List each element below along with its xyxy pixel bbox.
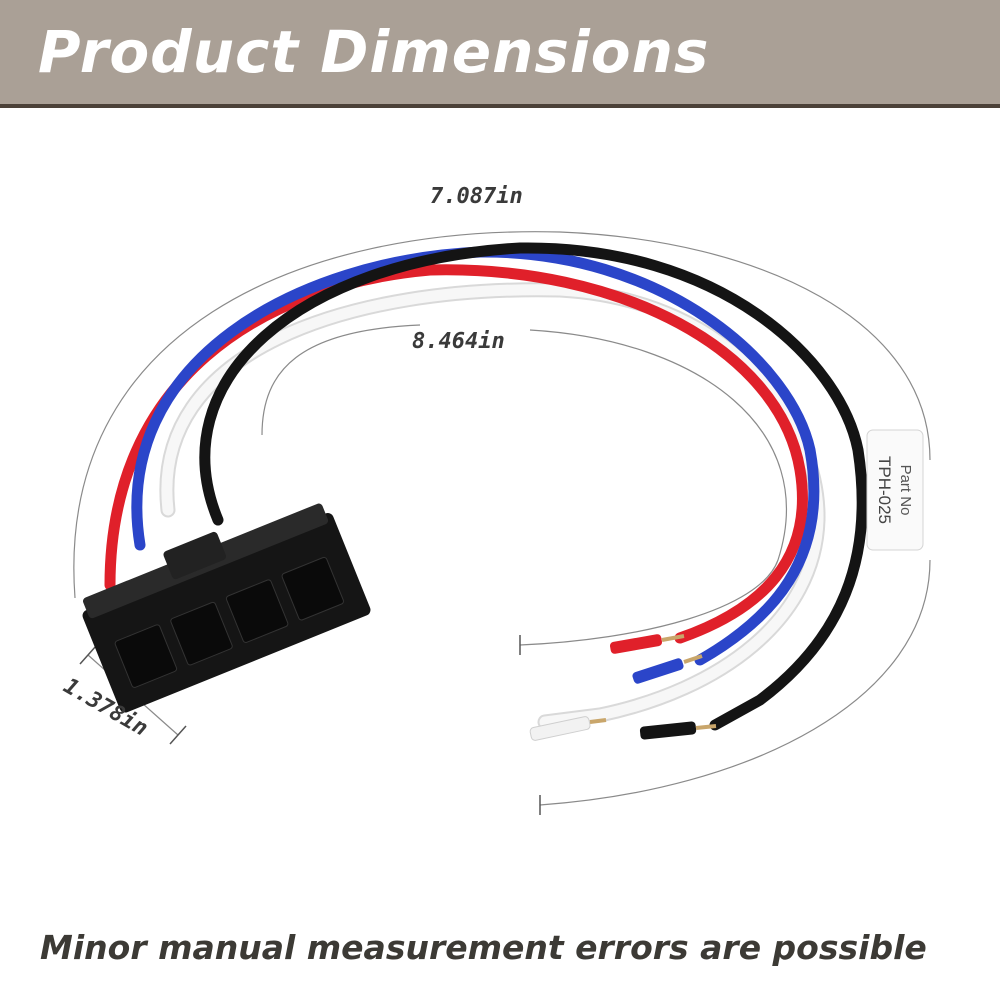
page-title: Product Dimensions (38, 18, 710, 86)
dimension-arc-inner-right (519, 329, 788, 646)
dimension-tick-connector-a (79, 645, 97, 665)
dimension-arc-outer (539, 559, 931, 806)
connector-slot-3 (225, 579, 289, 643)
part-label-line2: TPH-025 (875, 456, 894, 524)
wire-strand-white (589, 718, 607, 724)
wire-strand-blue (683, 654, 703, 664)
wire-end-black (639, 721, 697, 740)
part-label: Part No TPH-025 (866, 429, 924, 551)
dimension-label-inner: 8.464in (412, 329, 505, 354)
dimension-label-top: 7.087in (430, 184, 523, 209)
connector-latch (163, 531, 227, 580)
dimension-tick-connector-b (169, 725, 187, 745)
footer-note: Minor manual measurement errors are poss… (40, 928, 927, 967)
wire-strand-black (695, 724, 717, 730)
part-label-line1: Part No (897, 465, 914, 516)
wire-blue (131, 246, 820, 666)
wire-end-red (609, 634, 663, 654)
connector-slot-4 (281, 556, 344, 621)
wire-strand-red (661, 634, 685, 642)
dimension-arc-top (73, 231, 931, 599)
wire-black (199, 242, 868, 731)
wire-end-blue (632, 658, 684, 684)
connector-slot-1 (114, 624, 178, 688)
connector (82, 503, 371, 713)
wire-end-white (529, 716, 591, 741)
connector-slot-2 (170, 601, 233, 666)
header-banner: Product Dimensions (0, 0, 1000, 108)
part-label-sleeve (866, 429, 924, 551)
dimension-arc-inner (261, 324, 421, 436)
product-figure: Part No TPH-025 7.087in 8.464in 1.378in (59, 184, 931, 815)
